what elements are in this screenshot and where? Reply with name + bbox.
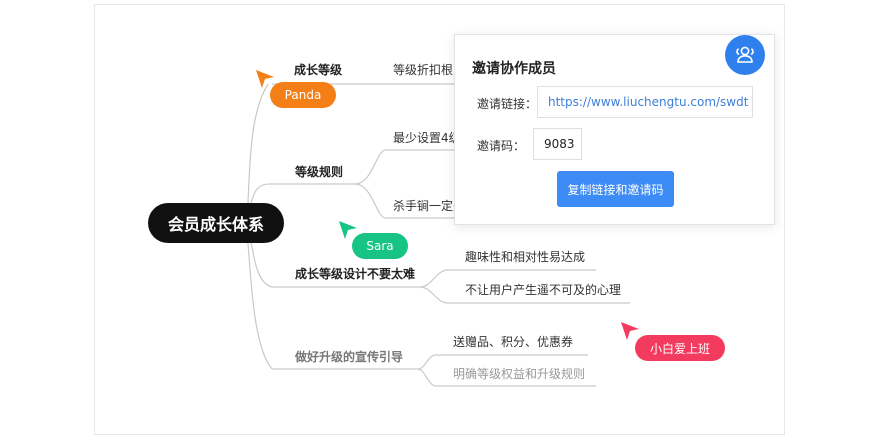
invite-code-label: 邀请码： xyxy=(477,139,526,153)
invite-panel-title: 邀请协作成员 xyxy=(472,61,556,77)
collaborator-tag-xiaobai: 小白爱上班 xyxy=(635,335,725,361)
users-icon xyxy=(736,46,754,63)
invite-collaborators-panel: 邀请协作成员 邀请链接： https://www.liuchengtu.com/… xyxy=(454,34,775,225)
branch-node-not-too-hard[interactable]: 成长等级设计不要太难 xyxy=(295,267,416,281)
branch-node-growth-level[interactable]: 成长等级 xyxy=(294,63,343,77)
copy-link-and-code-button[interactable]: 复制链接和邀请码 xyxy=(557,171,674,207)
leaf-node-gifts-points[interactable]: 送赠品、积分、优惠券 xyxy=(453,335,574,349)
leaf-node-killer-feature[interactable]: 杀手锏一定是 xyxy=(393,199,466,213)
leaf-node-level-discount[interactable]: 等级折扣根 xyxy=(393,63,454,77)
cursor-arrow-icon xyxy=(339,221,357,239)
leaf-node-clear-rights[interactable]: 明确等级权益和升级规则 xyxy=(453,367,586,381)
cursor-arrow-icon xyxy=(256,70,274,88)
leaf-node-not-unreachable[interactable]: 不让用户产生遥不可及的心理 xyxy=(465,283,622,297)
collaborator-tag-sara: Sara xyxy=(352,233,408,259)
invite-link-label: 邀请链接： xyxy=(477,97,538,111)
leaf-node-fun-achievable[interactable]: 趣味性和相对性易达成 xyxy=(465,250,586,264)
cursor-arrow-icon xyxy=(621,322,639,340)
branch-node-level-rules[interactable]: 等级规则 xyxy=(295,165,344,179)
invite-link-field[interactable]: https://www.liuchengtu.com/swdt xyxy=(537,86,753,118)
invite-code-field[interactable]: 9083 xyxy=(533,128,582,160)
branch-node-promotion[interactable]: 做好升级的宣传引导 xyxy=(295,350,404,364)
mindmap-root-node[interactable]: 会员成长体系 xyxy=(148,203,284,243)
leaf-node-min-levels[interactable]: 最少设置4级 xyxy=(393,131,461,145)
collaborators-button[interactable] xyxy=(725,35,765,75)
collaborator-tag-panda: Panda xyxy=(270,82,336,108)
